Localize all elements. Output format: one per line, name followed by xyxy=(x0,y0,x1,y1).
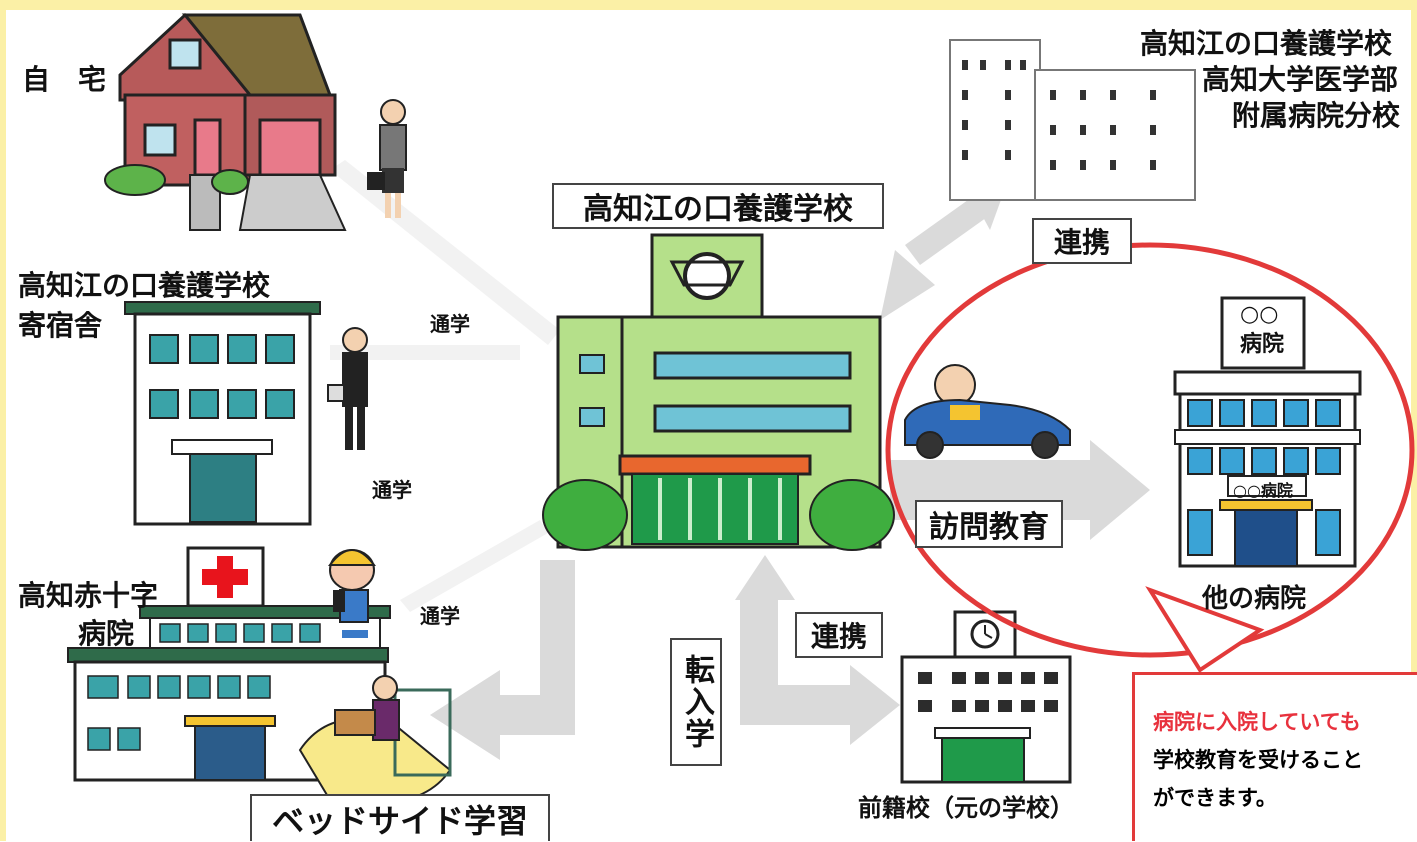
arrow-transfer-cooperation xyxy=(735,555,900,745)
label-commute-3: 通学 xyxy=(420,604,460,628)
central-school-illustration xyxy=(542,233,895,551)
highlight-ellipse xyxy=(885,242,1415,658)
note-line3: ができます。 xyxy=(1153,786,1277,810)
hospital-bed-illustration xyxy=(298,675,452,805)
dormitory-illustration xyxy=(124,301,321,526)
label-center-school: 高知江の口養護学校 xyxy=(552,183,884,229)
label-redcross-line2: 病院 xyxy=(78,617,135,650)
other-hospital-illustration xyxy=(1173,296,1362,568)
hospital-sign-line1: ○○ xyxy=(1240,302,1279,327)
note-line2: 学校教育を受けること xyxy=(1153,748,1363,772)
label-cooperation-bottom: 連携 xyxy=(795,612,883,658)
hospital-sign-line2: 病院 xyxy=(1240,332,1285,357)
student-boy-illustration xyxy=(327,327,368,450)
previous-school-illustration xyxy=(900,610,1072,784)
arrow-bedside xyxy=(430,560,575,760)
label-cooperation-top: 連携 xyxy=(1032,218,1132,264)
label-branch-line1: 高知江の口養護学校 xyxy=(1140,27,1393,60)
label-dormitory-line1: 高知江の口養護学校 xyxy=(18,269,271,302)
label-transfer: 転入学 xyxy=(670,638,722,766)
child-student-illustration xyxy=(328,549,376,638)
label-dormitory-line2: 寄宿舎 xyxy=(18,309,103,342)
label-visiting-education: 訪問教育 xyxy=(915,500,1063,548)
hospital-door-sign: ○○病院 xyxy=(1233,481,1293,500)
student-girl-illustration xyxy=(367,99,407,218)
label-branch-line3: 附属病院分校 xyxy=(1232,99,1401,132)
label-other-hospital: 他の病院 xyxy=(1202,584,1307,614)
note-line1: 病院に入院していても xyxy=(1153,710,1361,734)
commute-path-dorm xyxy=(330,345,520,360)
label-branch-line2: 高知大学医学部 xyxy=(1202,63,1399,96)
commute-path-hospital xyxy=(400,520,548,612)
redcross-hospital-illustration xyxy=(67,546,391,782)
label-commute-2: 通学 xyxy=(372,478,412,502)
label-home: 自 宅 xyxy=(22,63,107,96)
label-commute-1: 通学 xyxy=(430,312,470,336)
teacher-car-illustration xyxy=(904,364,1071,459)
callout-pointer xyxy=(1145,586,1265,673)
label-previous-school: 前籍校（元の学校） xyxy=(858,794,1074,822)
label-bedside-learning: ベッドサイド学習 xyxy=(250,794,550,841)
branch-school-buildings-illustration xyxy=(949,39,1196,201)
house-illustration xyxy=(104,12,347,231)
callout-note: 病院に入院していても 学校教育を受けること ができます。 xyxy=(1132,672,1417,841)
label-redcross-line1: 高知赤十字 xyxy=(18,579,159,612)
